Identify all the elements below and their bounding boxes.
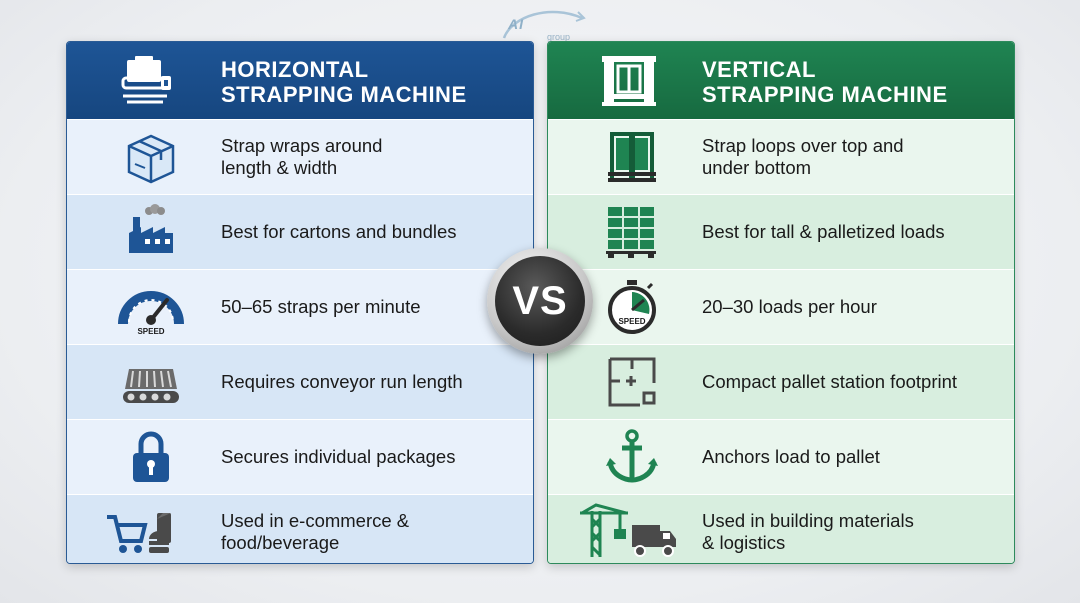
horizontal-row-industries: Used in e-commerce & food/beverage [67,494,533,563]
vertical-row-footprint: Compact pallet station footprint [548,344,1014,419]
logo-text: AI [508,16,524,32]
row-text: 50–65 straps per minute [221,296,421,317]
title-line-1: HORIZONTAL [221,57,369,82]
horizontal-panel: HORIZONTAL STRAPPING MACHINE Strap wraps… [66,41,534,564]
crane-truck-icon [580,503,676,557]
vertical-title: VERTICAL STRAPPING MACHINE [702,57,948,107]
speed-icon-label: SPEED [618,317,645,326]
row-text: Requires conveyor run length [221,371,463,392]
versus-label: VS [495,256,585,346]
brand-logo: AI group [500,6,590,42]
horizontal-strapping-machine-icon [121,56,171,104]
title-line-2: STRAPPING MACHINE [702,82,948,107]
vertical-row-speed: SPEED 20–30 loads per hour [548,269,1014,344]
row-text: Used in building materials & logistics [702,510,914,553]
horizontal-row-secure: Secures individual packages [67,419,533,494]
cart-food-icon [107,513,171,553]
floor-plan-icon [608,357,656,407]
title-line-2: STRAPPING MACHINE [221,82,467,107]
row-text: Used in e-commerce & food/beverage [221,510,410,553]
pallet-stack-icon [606,207,656,258]
horizontal-row-cartons: Best for cartons and bundles [67,194,533,269]
horizontal-header: HORIZONTAL STRAPPING MACHINE [67,42,533,119]
logo-subtext: group [547,32,571,42]
box-icon [127,134,175,184]
vertical-header: VERTICAL STRAPPING MACHINE [548,42,1014,119]
anchor-icon [606,429,658,483]
horizontal-row-wrap: Strap wraps around length & width [67,119,533,194]
horizontal-title: HORIZONTAL STRAPPING MACHINE [221,57,467,107]
speed-icon-label: SPEED [137,327,164,336]
strap-loop-icon [608,132,656,182]
horizontal-row-speed: SPEED 50–65 straps per minute [67,269,533,344]
row-text: Compact pallet station footprint [702,371,958,392]
conveyor-icon [123,369,179,403]
factory-icon [129,204,173,253]
vertical-row-industries: Used in building materials & logistics [548,494,1014,563]
stopwatch-icon: SPEED [608,280,656,334]
row-text: Strap loops over top and under bottom [702,135,904,178]
row-text: Anchors load to pallet [702,446,880,467]
speedometer-icon: SPEED [118,291,184,336]
padlock-icon [133,431,169,482]
vertical-row-anchor: Anchors load to pallet [548,419,1014,494]
vertical-panel: VERTICAL STRAPPING MACHINE Strap loops o… [547,41,1015,564]
row-text: Best for cartons and bundles [221,221,457,242]
vertical-row-loop: Strap loops over top and under bottom [548,119,1014,194]
vertical-row-palletized: Best for tall & palletized loads [548,194,1014,269]
horizontal-row-conveyor: Requires conveyor run length [67,344,533,419]
row-text: Secures individual packages [221,446,456,467]
row-text: Best for tall & palletized loads [702,221,945,242]
vertical-strapping-machine-icon [602,56,656,106]
logo-swoosh-icon [502,10,586,39]
row-text: Strap wraps around length & width [221,135,383,178]
title-line-1: VERTICAL [702,57,816,82]
row-text: 20–30 loads per hour [702,296,877,317]
versus-badge: VS [487,248,593,354]
